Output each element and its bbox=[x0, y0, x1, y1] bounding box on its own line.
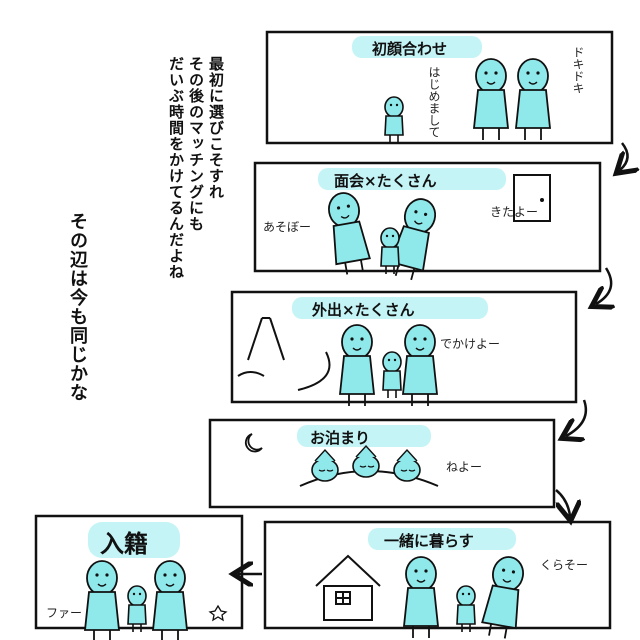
panel-first-meeting bbox=[265, 30, 614, 145]
parent-figure bbox=[403, 556, 439, 639]
narration-line-1: 最初に選びこそすれ bbox=[207, 56, 225, 200]
panel-title-sleepover: お泊まり bbox=[310, 429, 371, 447]
parent-figure bbox=[402, 324, 438, 407]
narration-line-4: その辺は今も同じかな bbox=[67, 212, 88, 402]
slide-drawing bbox=[247, 317, 285, 361]
parent-figure bbox=[339, 324, 375, 407]
parent-figure bbox=[515, 58, 551, 141]
speech-asobo: あそぼー bbox=[263, 220, 312, 234]
panel-title-many-outings: 外出×たくさん bbox=[312, 301, 415, 319]
narration-summary: その辺は今も同じかな bbox=[66, 212, 88, 472]
panel-title-many-visits: 面会×たくさん bbox=[334, 172, 437, 190]
panel-registration bbox=[34, 514, 244, 640]
arrow-icon bbox=[566, 399, 588, 436]
speech-neyo: ねよー bbox=[446, 460, 483, 474]
sparkle-icon bbox=[208, 604, 228, 622]
sidewalk-drawing bbox=[297, 351, 331, 391]
panel-many-outings bbox=[230, 290, 578, 407]
panel-living-together bbox=[263, 520, 612, 640]
sfx-fa: ファー bbox=[46, 606, 83, 620]
speech-hajimemashite: はじめまして bbox=[427, 66, 441, 138]
narration-line-3: だいぶ時間をかけてるんだよね bbox=[167, 56, 185, 280]
arrow-icon bbox=[620, 142, 628, 170]
parent-figure bbox=[152, 560, 188, 640]
panel-title-registration: 入籍 bbox=[100, 530, 148, 558]
arrow-icon bbox=[596, 267, 611, 304]
moon-icon bbox=[244, 433, 263, 453]
speech-kuraso: くらそー bbox=[540, 558, 589, 572]
narration-line-2: その後のマッチングにも bbox=[187, 56, 205, 232]
panel-title-first-meeting: 初顔合わせ bbox=[372, 40, 448, 58]
speech-dekakeyo: でかけよー bbox=[440, 337, 501, 351]
panel-sleepover bbox=[208, 418, 556, 509]
sfx-dokidoki: ドキドキ bbox=[571, 46, 585, 94]
narration-text: 最初に選びこそすれ その後のマッチングにも だいぶ時間をかけてるんだよね bbox=[166, 56, 226, 356]
flow-arrows bbox=[238, 142, 628, 574]
door-drawing bbox=[513, 174, 551, 222]
panel-many-visits bbox=[253, 161, 602, 284]
house-drawing bbox=[315, 554, 381, 621]
sandbox-drawing bbox=[237, 371, 265, 377]
arrow-icon bbox=[555, 489, 570, 516]
speech-kitayo: きたよー bbox=[490, 205, 539, 219]
parent-figure bbox=[84, 560, 120, 640]
parent-figure bbox=[473, 58, 509, 141]
panel-title-living-together: 一緒に暮らす bbox=[384, 532, 474, 550]
